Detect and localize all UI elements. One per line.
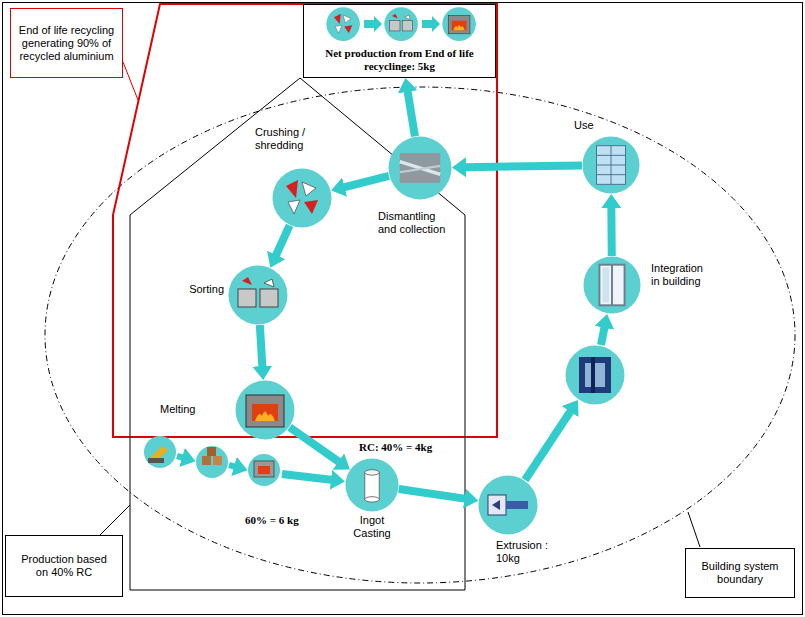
flow-label: RC: 40% = 4kg [358, 441, 433, 454]
step-label-group: Use [574, 119, 604, 132]
flow-arrow [607, 206, 615, 256]
raw-material-icons [144, 436, 280, 486]
step-label-group: Crushing / shredding [255, 126, 325, 152]
step-label: Extrusion : 10kg [496, 539, 556, 565]
box-text: Building system boundary [692, 560, 788, 586]
dismantling-step: Dismantling and collection [388, 136, 452, 200]
use-step: Use [582, 136, 640, 194]
flow-arrow [290, 427, 340, 462]
recycling-icons [304, 6, 495, 42]
recycling-region [113, 4, 497, 437]
step-icon [388, 136, 452, 200]
flow-arrow [407, 90, 415, 137]
flow-arrow [399, 489, 467, 499]
step-label-group: Integration in building [651, 262, 713, 288]
melting-step: Melting [235, 380, 295, 440]
crushing-step: Crushing / shredding [272, 168, 332, 228]
box-text: Net production from End of life recyclin… [308, 47, 491, 73]
step-label: Ingot Casting [342, 514, 402, 540]
step-label-group: Ingot Casting [342, 514, 402, 540]
sorting-step: Sorting [228, 265, 288, 325]
frame [3, 3, 803, 615]
leader-line [688, 512, 700, 547]
integration-step: Integration in building [583, 256, 641, 314]
step-label: Crushing / shredding [255, 126, 325, 152]
callout-box: End of life recycling generating 90% of … [10, 8, 123, 78]
extrusion-step: Extrusion : 10kg [478, 475, 538, 535]
step-label: Dismantling and collection [378, 210, 450, 236]
step-icon [228, 265, 288, 325]
flow-arrow [275, 225, 289, 256]
casting-step: Ingot Casting [345, 458, 399, 512]
step-label-group: Melting [160, 403, 215, 416]
callout-box: Production based on 40% RC [5, 535, 123, 597]
step-icon [478, 475, 538, 535]
flow-label: 60% = 6 kg [245, 514, 299, 527]
step-icon [582, 136, 640, 194]
production-region [130, 78, 465, 590]
step-label: Sorting [176, 283, 224, 296]
system-boundary [45, 87, 795, 583]
step-icon [583, 256, 641, 314]
step-label: Use [574, 119, 604, 132]
output-box: Net production from End of life recyclin… [303, 4, 496, 78]
box-text: Production based on 40% RC [18, 553, 110, 579]
flow-arrow [464, 165, 582, 167]
step-icon [272, 168, 332, 228]
step-label-group: Extrusion : 10kg [496, 539, 556, 565]
leader-line [100, 505, 130, 535]
flow-arrow [260, 325, 263, 368]
leader-line [123, 62, 138, 100]
step-label: Melting [160, 403, 215, 416]
box-text: End of life recycling generating 90% of … [15, 24, 118, 63]
flow-arrow [343, 176, 389, 188]
step-icon [235, 380, 295, 440]
step-label: Integration in building [651, 262, 713, 288]
flow-arrows [177, 326, 605, 480]
profile-icon [566, 346, 625, 405]
step-icon [345, 458, 399, 512]
step-label-group: Sorting [176, 283, 224, 296]
step-label-group: Dismantling and collection [378, 210, 450, 236]
callout-box: Building system boundary [685, 548, 795, 598]
